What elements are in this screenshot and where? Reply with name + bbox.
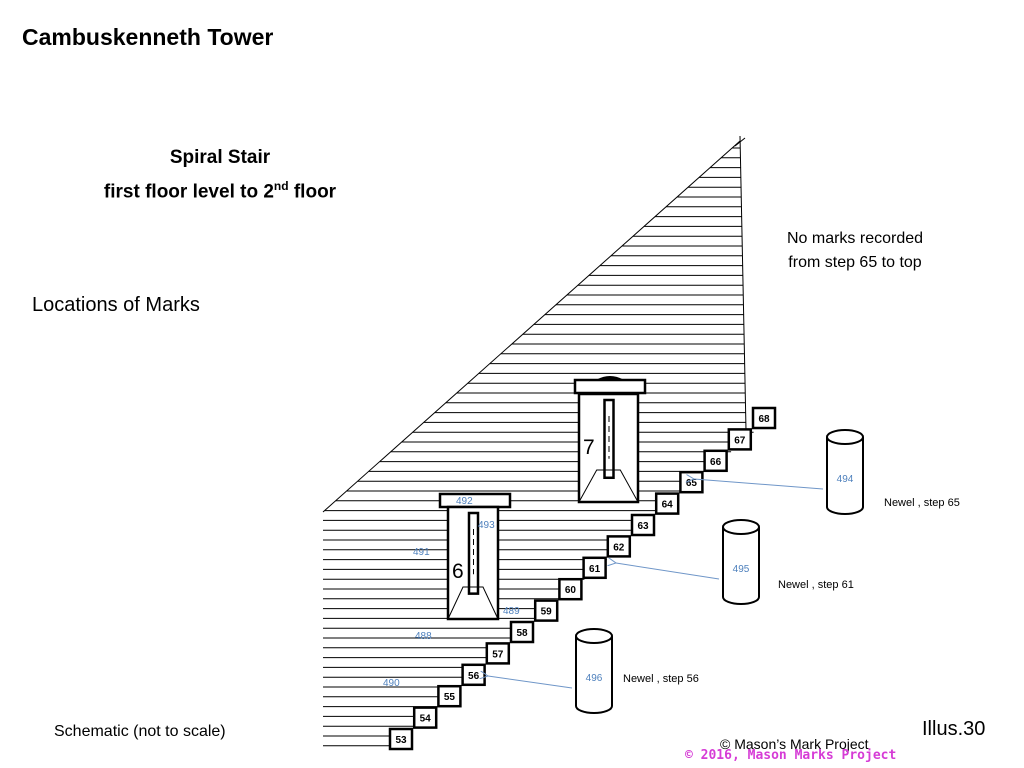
newel-495-body	[722, 527, 760, 605]
step-label-53: 53	[395, 735, 407, 746]
subtitle-line-2-end: floor	[288, 181, 337, 203]
illustration-number: Illus.30	[922, 718, 986, 740]
marks-group: 488 489 490 491 492 493	[383, 496, 520, 689]
window-number-7: 7	[583, 436, 595, 459]
apex-tick	[734, 137, 746, 147]
window-6-sill	[438, 492, 512, 509]
copyright-line-2: © 2016, Mason Marks Project	[685, 748, 897, 763]
subtitle-line-1: Spiral Stair	[169, 147, 271, 168]
step-55	[437, 684, 462, 708]
schematic-note: Schematic (not to scale)	[54, 723, 226, 740]
step-label-59: 59	[541, 607, 553, 618]
mark-488: 488	[415, 631, 432, 642]
step-label-60: 60	[565, 585, 577, 596]
newel-494-top	[826, 429, 864, 445]
no-marks-line-2: from step 65 to top	[788, 254, 922, 271]
no-marks-note: No marks recorded from step 65 to top	[760, 227, 950, 275]
page-title: Cambuskenneth Tower	[22, 24, 274, 50]
step-label-64: 64	[662, 500, 674, 511]
step-label-66: 66	[710, 457, 722, 468]
step-59	[533, 599, 559, 622]
newel-label-495: Newel , step 61	[778, 579, 854, 591]
window-7-sill	[573, 378, 647, 395]
step-label-62: 62	[613, 542, 625, 553]
newel-494-body	[826, 437, 864, 515]
step-label-55: 55	[444, 692, 456, 703]
subtitle-line-2-text: first floor level to 2	[103, 181, 274, 203]
step-64	[654, 492, 680, 515]
mark-493: 493	[478, 520, 495, 531]
step-label-58: 58	[516, 628, 528, 639]
window-6-splay	[447, 586, 499, 620]
step-label-65: 65	[686, 478, 698, 489]
step-label-54: 54	[420, 714, 432, 725]
newel-arrow-494	[694, 479, 824, 490]
copyright-line-1: © Mason’s Mark Project	[720, 736, 869, 752]
step-label-67: 67	[734, 435, 746, 446]
newel-496-top	[575, 628, 613, 644]
step-label-68: 68	[758, 414, 770, 425]
step-58	[509, 620, 535, 644]
window-number-6: 6	[452, 560, 464, 583]
stair-outline-diagonal	[322, 140, 741, 513]
mark-491: 491	[413, 547, 430, 558]
step-label-56: 56	[468, 671, 480, 682]
subtitle-line-2: first floor level to 2nd floor	[30, 172, 410, 206]
mark-490: 490	[383, 678, 400, 689]
diagram-subtitle: Spiral Stair first floor level to 2nd fl…	[30, 143, 410, 206]
step-66	[703, 449, 728, 473]
no-marks-line-1: No marks recorded	[786, 230, 924, 247]
newel-arrow-495	[616, 563, 720, 580]
step-62	[606, 535, 632, 558]
newel-label-496: Newel , step 56	[623, 673, 699, 685]
stair-outline-vertical	[739, 135, 747, 431]
step-53	[388, 727, 414, 751]
newel-label-494: Newel , step 65	[884, 497, 960, 509]
window-7-splay	[578, 469, 639, 503]
step-54	[412, 706, 438, 729]
newel-496-body	[575, 636, 613, 714]
step-67	[727, 428, 753, 451]
windows-group: 67	[438, 376, 647, 621]
mark-496: 496	[586, 673, 603, 684]
step-57	[485, 642, 511, 665]
step-label-61: 61	[589, 564, 601, 575]
stair-hatching	[323, 147, 754, 747]
subtitle-superscript: nd	[273, 179, 289, 193]
mark-495: 495	[733, 564, 750, 575]
newel-arrow-496	[488, 676, 573, 689]
step-60	[558, 577, 583, 601]
newel-495-top	[722, 519, 760, 535]
step-label-57: 57	[492, 649, 504, 660]
mark-489: 489	[503, 606, 520, 617]
step-63	[630, 513, 656, 537]
step-68	[751, 406, 777, 430]
locations-heading: Locations of Marks	[32, 294, 200, 316]
step-61	[582, 556, 607, 580]
mark-492: 492	[456, 496, 473, 507]
step-label-63: 63	[637, 521, 649, 532]
window-7-arch	[596, 376, 624, 381]
mark-494: 494	[837, 474, 854, 485]
